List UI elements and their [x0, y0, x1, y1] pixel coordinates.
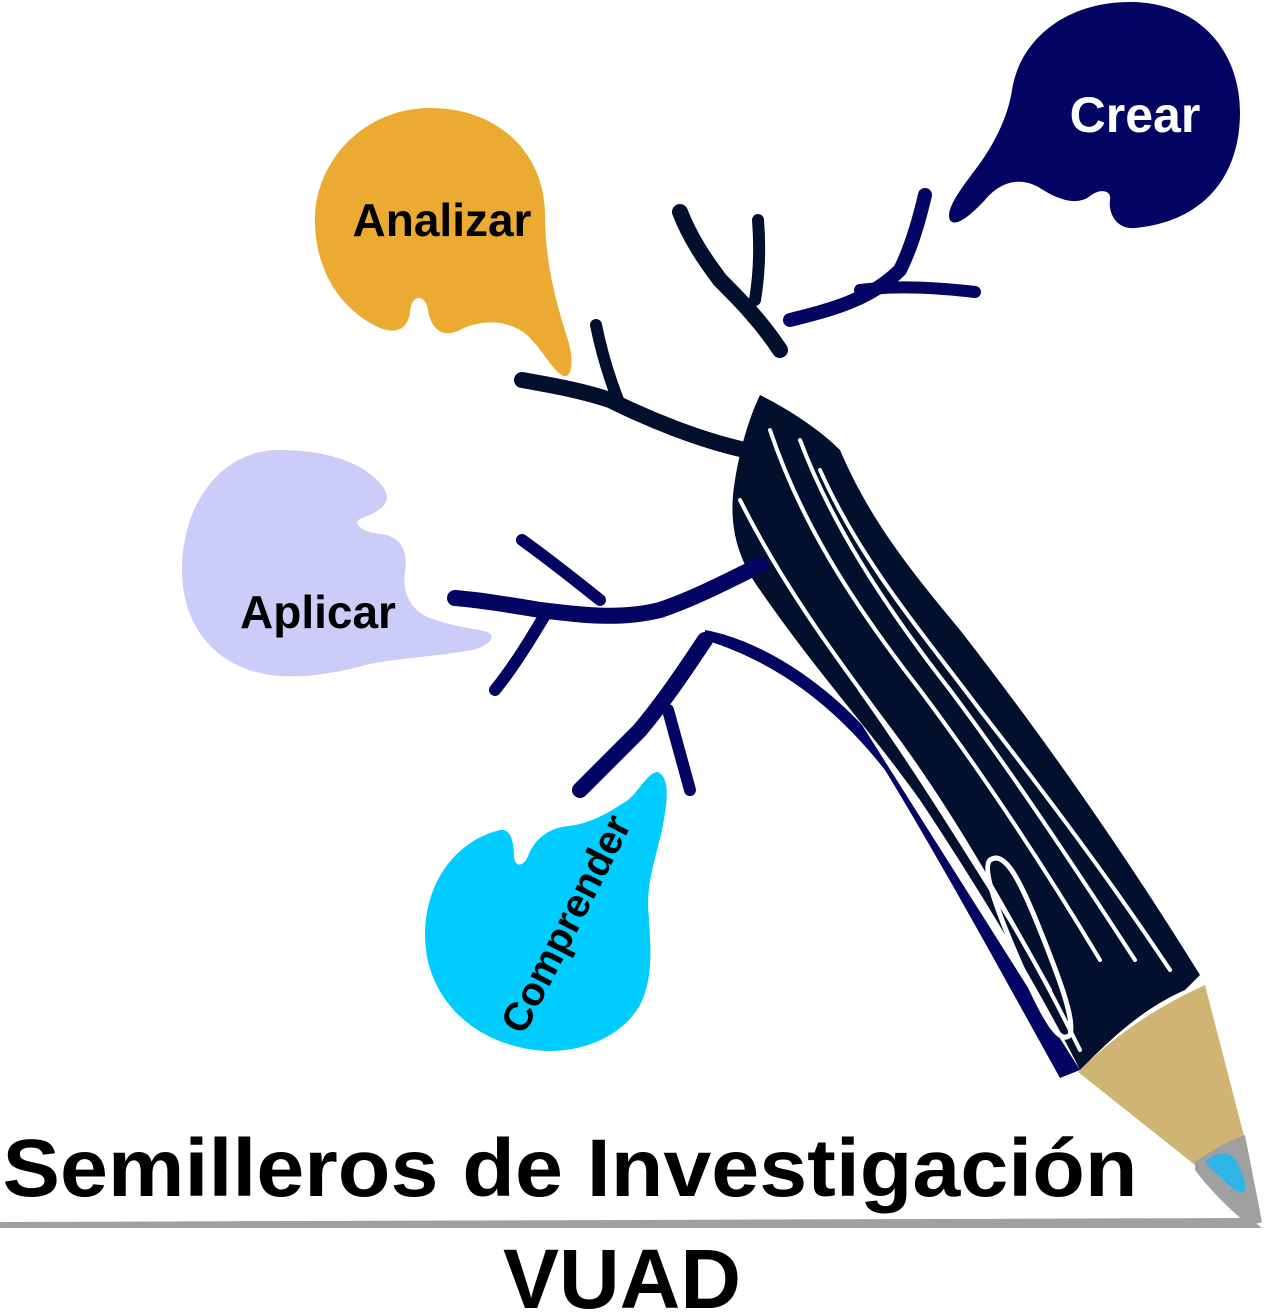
comprender-bubble: Comprender	[425, 772, 667, 1051]
branch-lower-left-twig-b	[516, 534, 606, 606]
pencil-grain	[738, 428, 1172, 1052]
title-underline	[0, 1218, 1262, 1228]
aplicar-bubble: Aplicar	[182, 450, 492, 677]
pencil-grain-loop	[985, 855, 1074, 1040]
pencil	[705, 395, 1262, 1226]
title-line1: Semilleros de Investigación	[3, 1123, 1138, 1214]
branch-upper-left	[672, 204, 788, 358]
pencil-side	[705, 630, 1080, 1078]
branches	[447, 188, 981, 798]
branch-bottom-twig	[662, 704, 696, 796]
pencil-accent	[1205, 1153, 1246, 1193]
aplicar-bubble-shape	[182, 450, 492, 677]
branch-upper-left-twig	[749, 214, 766, 306]
branch-lower-left-twig-a	[489, 609, 551, 696]
crear-bubble-shape	[949, 2, 1240, 229]
crear-label: Crear	[1070, 87, 1201, 143]
title-line2: VUAD	[503, 1232, 741, 1315]
crear-bubble: Crear	[949, 2, 1240, 229]
branch-mid-left	[514, 372, 753, 458]
pencil-trunk	[732, 395, 1200, 1070]
branch-upper-right	[783, 188, 932, 327]
aplicar-label: Aplicar	[240, 586, 396, 638]
pencil-tip	[1078, 985, 1245, 1165]
comprender-bubble-shape	[425, 772, 667, 1051]
analizar-label: Analizar	[353, 194, 532, 246]
branch-lower-left	[447, 557, 768, 624]
branch-mid-left-twig	[590, 319, 626, 411]
branch-upper-right-twig	[854, 281, 981, 298]
analizar-bubble-shape	[315, 108, 572, 377]
branch-bottom	[572, 632, 713, 798]
analizar-bubble: Analizar	[315, 108, 572, 377]
